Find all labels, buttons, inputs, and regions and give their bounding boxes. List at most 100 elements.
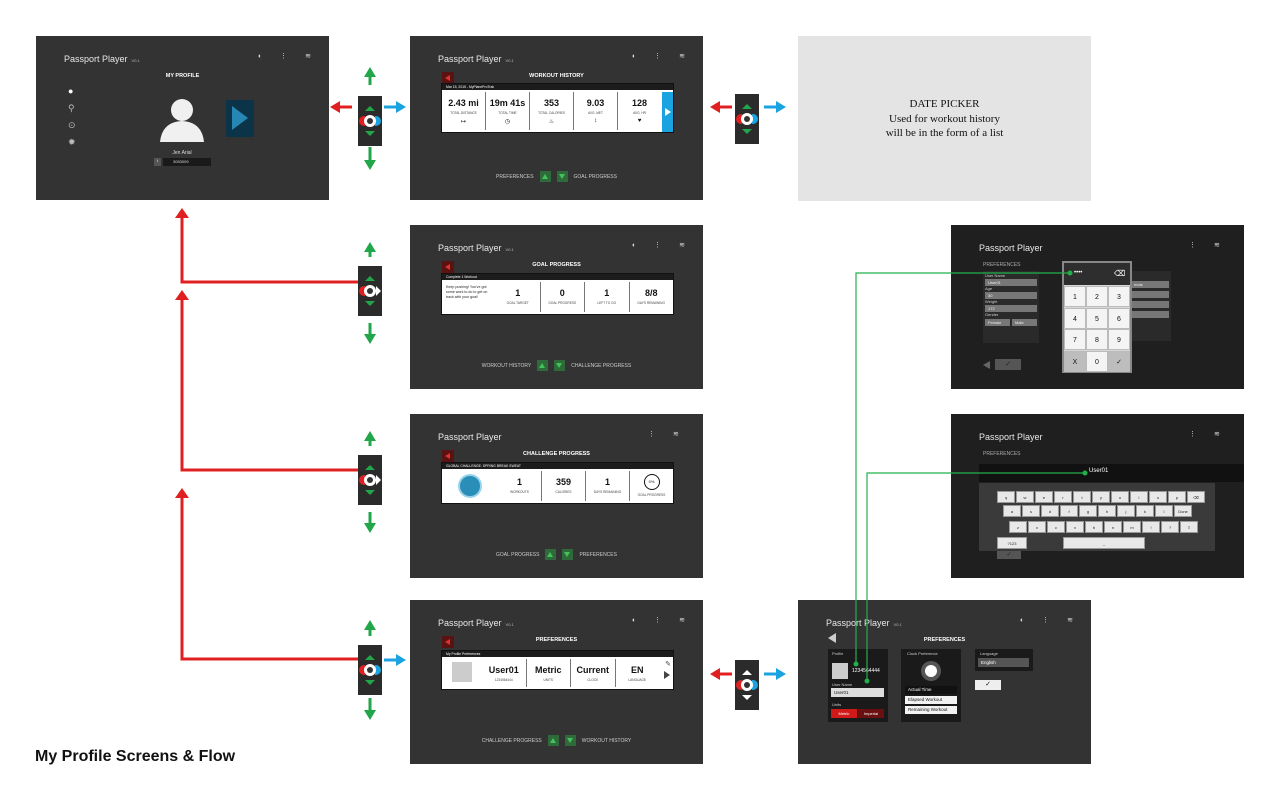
select-button[interactable] — [741, 113, 753, 125]
keyboard-key[interactable]: c — [1047, 521, 1065, 533]
edit-icon[interactable]: ✎ — [665, 661, 671, 668]
keypad-key[interactable]: 0 — [1086, 350, 1108, 372]
keyboard-key[interactable]: ⌫ — [1187, 491, 1205, 503]
keyboard-key[interactable]: i — [1130, 491, 1148, 503]
keyboard-key[interactable]: n — [1104, 521, 1122, 533]
keyboard-key[interactable]: b — [1085, 521, 1103, 533]
clock-option-actual[interactable]: Actual Time — [905, 686, 957, 694]
user-name-field[interactable]: User01 — [831, 688, 884, 697]
backspace-icon[interactable]: ⌫ — [1114, 269, 1126, 278]
keyboard-key[interactable]: t — [1073, 491, 1091, 503]
back-arrow-icon[interactable] — [828, 633, 836, 643]
keyboard-key[interactable]: o — [1149, 491, 1167, 503]
nav-down-button[interactable] — [554, 360, 566, 371]
keyboard-key[interactable]: z — [1009, 521, 1027, 533]
nav-down-button[interactable] — [556, 171, 568, 182]
keyboard-key[interactable]: f — [1060, 505, 1078, 517]
keyboard-key[interactable]: ! — [1142, 521, 1160, 533]
next-button[interactable] — [226, 100, 254, 137]
stat-value: 359 — [555, 477, 572, 487]
keypad-key[interactable]: 9 — [1108, 329, 1130, 350]
pin-value[interactable]: 1234564444 — [852, 668, 880, 674]
keyboard-key[interactable]: v — [1066, 521, 1084, 533]
clock-option-remaining[interactable]: Remaining Workout — [905, 706, 957, 714]
confirm-button[interactable]: ✓ — [997, 551, 1021, 559]
select-button[interactable] — [364, 664, 376, 676]
keyboard-key[interactable]: w — [1016, 491, 1034, 503]
keyboard-key[interactable]: s — [1022, 505, 1040, 517]
profile-photo[interactable] — [832, 663, 848, 679]
profile-photo — [452, 662, 472, 682]
keyboard-key[interactable]: m — [1123, 521, 1141, 533]
keyboard-key[interactable]: x — [1028, 521, 1046, 533]
select-button[interactable] — [364, 474, 376, 486]
gender-female-button[interactable]: Female — [985, 319, 1010, 326]
keypad-key[interactable]: X — [1064, 350, 1086, 372]
unit-imperial-button[interactable]: Imperial — [858, 709, 884, 718]
keyboard-key[interactable]: j — [1117, 505, 1135, 517]
keypad-key[interactable]: 2 — [1086, 286, 1108, 307]
keyboard-key[interactable]: d — [1041, 505, 1059, 517]
select-button[interactable] — [364, 115, 376, 127]
keyboard-key[interactable]: Done — [1174, 505, 1192, 517]
keyboard-key[interactable]: q — [997, 491, 1015, 503]
confirm-button[interactable]: ✓ — [975, 680, 1001, 690]
keypad-key[interactable]: 7 — [1064, 329, 1086, 350]
nav-up-button[interactable] — [537, 360, 549, 371]
keyboard-key[interactable]: u — [1111, 491, 1129, 503]
back-arrow-icon[interactable] — [983, 361, 990, 369]
info-icon[interactable]: i — [154, 158, 161, 166]
keypad-key[interactable]: 6 — [1108, 307, 1130, 329]
space-bar[interactable]: _ — [1063, 537, 1145, 549]
back-button[interactable] — [442, 450, 454, 462]
keyboard-input[interactable]: User01 — [1089, 468, 1109, 474]
gear-icon[interactable]: ✹ — [68, 137, 76, 147]
language-field[interactable]: English — [978, 658, 1029, 667]
location-icon[interactable]: ⚲ — [68, 103, 75, 113]
keyboard-key[interactable]: k — [1136, 505, 1154, 517]
keypad-key[interactable]: 3 — [1108, 286, 1130, 307]
keyboard-key[interactable]: ?123 — [997, 537, 1027, 549]
keyboard-key[interactable]: r — [1054, 491, 1072, 503]
weight-field[interactable]: 172 — [985, 305, 1037, 312]
select-button[interactable] — [364, 285, 376, 297]
keypad-key[interactable]: ✓ — [1108, 350, 1130, 372]
keyboard-key[interactable]: l — [1155, 505, 1173, 517]
chevron-right-icon[interactable] — [664, 671, 670, 679]
keyboard-key[interactable]: g — [1079, 505, 1097, 517]
keyboard-key[interactable]: ⇧ — [1180, 521, 1198, 533]
keypad-key[interactable]: 5 — [1086, 307, 1108, 329]
nav-up-button[interactable] — [539, 171, 551, 182]
unit-metric-button[interactable]: Metric — [831, 709, 857, 718]
nav-down-button[interactable] — [564, 735, 576, 746]
user-name-field[interactable]: User01 — [985, 279, 1037, 286]
keyboard-key[interactable]: e — [1035, 491, 1053, 503]
back-button[interactable] — [442, 72, 454, 84]
age-field[interactable]: 30 — [985, 292, 1037, 299]
nav-up-button[interactable] — [545, 549, 557, 560]
select-button[interactable] — [741, 679, 753, 691]
keyboard-key[interactable]: h — [1098, 505, 1116, 517]
nav-down-button[interactable] — [562, 549, 574, 560]
progress-ring: 0% — [643, 474, 660, 490]
keypad-key[interactable]: 1 — [1064, 286, 1086, 307]
confirm-button[interactable]: ✓ — [995, 359, 1021, 370]
keypad-key[interactable]: 8 — [1086, 329, 1108, 350]
goal-card[interactable]: Complete 1 Workout Keep pushing! You've … — [441, 273, 674, 315]
play-icon[interactable]: ⊙ — [68, 120, 76, 130]
nav-up-button[interactable] — [547, 735, 559, 746]
keyboard-key[interactable]: a — [1003, 505, 1021, 517]
user-icon[interactable]: ● — [68, 86, 74, 96]
gender-male-button[interactable]: Male — [1012, 319, 1037, 326]
keyboard-key[interactable]: p — [1168, 491, 1186, 503]
keyboard-key[interactable]: y — [1092, 491, 1110, 503]
clock-option-elapsed[interactable]: Elapsed Workout — [905, 696, 957, 704]
keyboard-key[interactable]: ? — [1161, 521, 1179, 533]
back-button[interactable] — [442, 261, 454, 273]
back-button[interactable] — [442, 636, 454, 648]
calendar-button[interactable] — [662, 92, 673, 132]
keypad-key[interactable]: 4 — [1064, 307, 1086, 329]
